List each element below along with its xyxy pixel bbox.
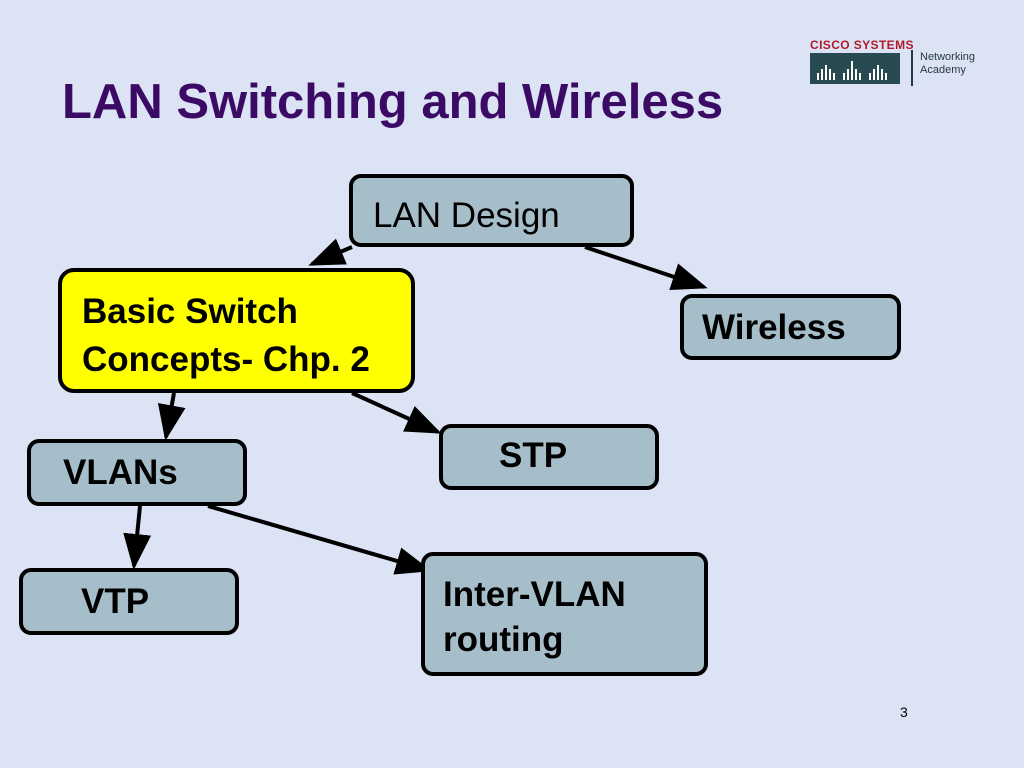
node-label-vlans: VLANs	[63, 453, 178, 492]
node-wireless: Wireless	[680, 294, 901, 360]
academy-line-networking: Networking	[920, 51, 976, 63]
node-label-stp: STP	[499, 436, 568, 475]
cisco-networking-academy-logo: CISCO SYSTEMS Netw	[810, 38, 1000, 88]
node-lan-design: LAN Design	[349, 174, 634, 247]
node-vtp: VTP	[19, 568, 239, 635]
arrow-basic-switch-to-stp	[351, 391, 442, 434]
arrow-vlans-to-inter-vlan	[207, 504, 432, 575]
node-basic-switch-concepts: Basic Switch Concepts- Chp. 2	[58, 268, 415, 393]
cisco-systems-wordmark: CISCO SYSTEMS	[810, 38, 914, 52]
node-label-lan-design: LAN Design	[373, 196, 560, 235]
slide-title: LAN Switching and Wireless	[62, 75, 724, 129]
node-label-vtp: VTP	[81, 582, 150, 621]
node-label-basic-switch-concepts: Basic Switch Concepts- Chp. 2	[82, 292, 370, 379]
logo-divider	[911, 50, 913, 86]
arrow-lan-design-to-wireless	[584, 245, 708, 291]
node-inter-vlan-routing: Inter-VLAN routing	[421, 552, 708, 676]
arrow-vlans-to-vtp	[123, 505, 152, 570]
node-label-wireless: Wireless	[702, 308, 846, 347]
node-vlans: VLANs	[27, 439, 247, 506]
arrow-lan-design-to-basic-switch	[308, 238, 353, 266]
academy-line-academy: Academy	[920, 64, 966, 76]
node-label-inter-vlan-routing: Inter-VLAN routing	[443, 575, 626, 659]
node-stp: STP	[439, 424, 659, 490]
networking-academy-text: Networking Academy	[920, 51, 1000, 77]
cisco-bars-icon	[810, 53, 900, 84]
arrow-basic-switch-to-vlans	[157, 392, 186, 441]
page-number: 3	[900, 704, 908, 720]
